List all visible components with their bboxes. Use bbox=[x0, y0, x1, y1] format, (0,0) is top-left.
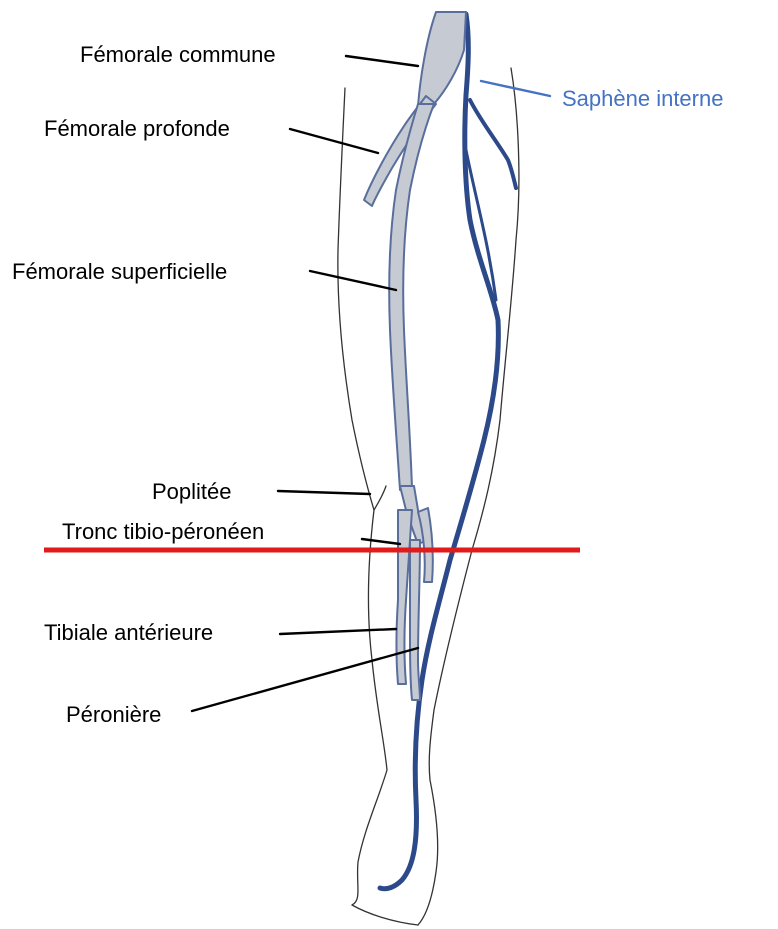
knee-crease bbox=[374, 486, 386, 510]
leader-tibiale-anterieure bbox=[280, 629, 396, 634]
labels: Fémorale commune Fémorale profonde Fémor… bbox=[12, 42, 723, 727]
leader-femorale-superficielle bbox=[310, 271, 396, 290]
label-femorale-superficielle: Fémorale superficielle bbox=[12, 259, 227, 284]
deep-veins bbox=[364, 12, 466, 700]
saphene-branch bbox=[470, 100, 516, 188]
peroniere-vein bbox=[410, 540, 420, 700]
leader-tronc-tibio-peroneen bbox=[362, 539, 400, 544]
foot-outline bbox=[352, 905, 418, 925]
leader-saphene-interne bbox=[481, 81, 550, 96]
leader-peroniere bbox=[192, 648, 418, 711]
label-femorale-profonde: Fémorale profonde bbox=[44, 116, 230, 141]
label-femorale-commune: Fémorale commune bbox=[80, 42, 276, 67]
leader-femorale-profonde bbox=[290, 129, 378, 153]
label-poplitee: Poplitée bbox=[152, 479, 232, 504]
label-saphene-interne: Saphène interne bbox=[562, 86, 723, 111]
leader-femorale-commune bbox=[346, 56, 418, 66]
leader-lines bbox=[192, 56, 418, 711]
label-tibiale-anterieure: Tibiale antérieure bbox=[44, 620, 213, 645]
leg-outline-left bbox=[338, 88, 387, 905]
label-peroniere: Péronière bbox=[66, 702, 161, 727]
leader-poplitee bbox=[278, 491, 370, 494]
label-tronc-tibio-peroneen: Tronc tibio-péronéen bbox=[62, 519, 264, 544]
femorale-commune-vein bbox=[418, 12, 466, 106]
